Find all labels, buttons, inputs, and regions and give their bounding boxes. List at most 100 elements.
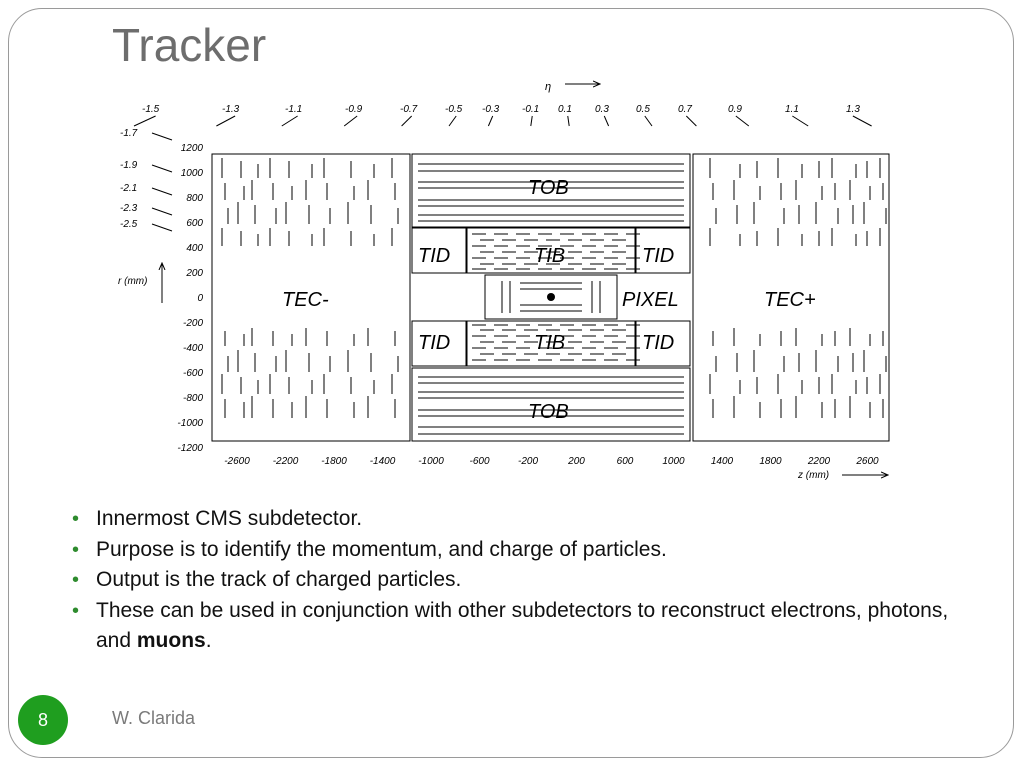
tob-bottom-box <box>411 367 691 442</box>
tid-top-right-box <box>635 227 691 274</box>
eta-top-tick <box>852 115 872 127</box>
eta-top-tick-label: -0.9 <box>345 104 363 115</box>
bullet-dot-icon: • <box>72 538 80 561</box>
eta-top-tick <box>133 115 156 127</box>
bullet-dot-icon: • <box>72 569 80 591</box>
eta-top-tick-label: 0.3 <box>595 104 609 115</box>
tec-minus-label: TEC- <box>282 289 329 311</box>
eta-top-tick <box>487 115 494 127</box>
tid-bottom-left-box <box>411 320 467 367</box>
eta-top-tick-label: 1.1 <box>785 104 799 115</box>
pixel-box <box>484 274 618 320</box>
bullet-item: •These can be used in conjunction with o… <box>72 596 952 657</box>
tib-bottom-label: TIB <box>534 332 565 354</box>
z-tick-label: -600 <box>469 456 489 467</box>
eta-top-tick-label: -0.3 <box>482 104 500 115</box>
eta-left-tick <box>151 164 173 173</box>
eta-top-tick <box>530 115 533 127</box>
z-tick-label: -2600 <box>224 456 250 467</box>
tib-bottom-box <box>466 320 636 367</box>
r-tick-label: -1200 <box>177 443 203 454</box>
r-tick-label: -800 <box>183 393 203 404</box>
z-axis-label: z (mm) <box>797 470 829 481</box>
r-tick-label: -400 <box>183 343 203 354</box>
z-tick-label: -2200 <box>273 456 299 467</box>
eta-top-tick-label: 0.5 <box>636 104 650 115</box>
tib-module-lines <box>472 233 640 361</box>
eta-top-tick <box>343 115 358 127</box>
z-tick-label: 600 <box>617 456 634 467</box>
tid-bottom-right-label: TID <box>642 332 674 354</box>
r-tick-label: 200 <box>185 268 203 279</box>
tec-plus-label: TEC+ <box>764 289 816 311</box>
r-tick-label: 1000 <box>181 168 204 179</box>
bullet-dot-icon: • <box>72 599 80 622</box>
tob-module-lines <box>418 163 684 435</box>
eta-top-tick <box>448 115 457 127</box>
eta-left-tick-label: -1.7 <box>120 128 138 139</box>
slide-title: Tracker <box>112 19 267 71</box>
eta-left-tick <box>151 132 173 141</box>
z-tick-label: 200 <box>567 456 585 467</box>
tid-top-right-label: TID <box>642 245 674 267</box>
eta-left-tick-label: -2.1 <box>120 183 137 194</box>
interaction-point <box>547 293 555 301</box>
slide-number-badge: 8 <box>18 695 68 745</box>
eta-top-tick-label: -1.1 <box>285 104 302 115</box>
eta-top-tick <box>603 115 610 127</box>
r-tick-label: 800 <box>186 193 203 204</box>
eta-top-tick-label: -0.5 <box>445 104 463 115</box>
eta-top-tick <box>685 115 697 127</box>
eta-top-tick-label: -0.7 <box>400 104 418 115</box>
r-axis-label: r (mm) <box>118 276 147 287</box>
eta-left-tick-label: -1.9 <box>120 160 138 171</box>
r-tick-label: 0 <box>197 293 203 304</box>
z-tick-label: 1400 <box>711 456 734 467</box>
r-tick-label: -200 <box>183 318 203 329</box>
eta-top-tick-label: 0.9 <box>728 104 742 115</box>
tib-top-box <box>466 227 636 274</box>
eta-top-tick <box>281 115 298 127</box>
eta-left-tick <box>151 223 173 232</box>
bullet-item: •Innermost CMS subdetector. <box>72 504 952 535</box>
eta-top-tick <box>735 115 750 127</box>
eta-top-tick-label: 0.1 <box>558 104 572 115</box>
z-tick-label: 1000 <box>662 456 685 467</box>
eta-top-tick <box>216 115 236 127</box>
tid-bottom-right-box <box>635 320 691 367</box>
bullet-item: •Output is the track of charged particle… <box>72 565 952 596</box>
tec-module-lines <box>221 158 887 418</box>
eta-top-tick <box>644 115 653 127</box>
author-footer: W. Clarida <box>112 708 196 728</box>
tib-top-label: TIB <box>534 245 565 267</box>
tob-top-label: TOB <box>528 177 569 199</box>
r-tick-label: -600 <box>183 368 203 379</box>
eta-top-tick-label: 0.7 <box>678 104 692 115</box>
eta-left-tick <box>151 207 173 216</box>
tec-minus-box <box>211 153 411 442</box>
bullet-item: •Purpose is to identify the momentum, an… <box>72 535 952 566</box>
eta-top-tick <box>792 115 809 127</box>
r-tick-label: -1000 <box>177 418 203 429</box>
eta-left-labels: -1.7-1.9-2.1-2.3-2.5 <box>120 128 173 232</box>
z-tick-label: -200 <box>518 456 538 467</box>
r-tick-label: 400 <box>186 243 203 254</box>
pixel-module-lines <box>501 281 601 313</box>
eta-top-tick <box>567 115 570 127</box>
tob-top-box <box>411 153 691 228</box>
r-tick-label: 1200 <box>181 143 204 154</box>
eta-top-tick-label: -1.3 <box>222 104 240 115</box>
eta-left-tick-label: -2.3 <box>120 203 138 214</box>
eta-top-tick <box>401 115 413 127</box>
z-tick-label: -1000 <box>418 456 444 467</box>
tid-top-left-label: TID <box>418 245 450 267</box>
z-tick-label: 2600 <box>855 456 879 467</box>
eta-top-tick-label: -1.5 <box>142 104 160 115</box>
eta-top-tick-label: 1.3 <box>846 104 860 115</box>
z-tick-label: -1800 <box>321 456 347 467</box>
tid-top-left-box <box>411 227 467 274</box>
eta-symbol: η <box>545 81 551 93</box>
tob-bottom-label: TOB <box>528 401 569 423</box>
